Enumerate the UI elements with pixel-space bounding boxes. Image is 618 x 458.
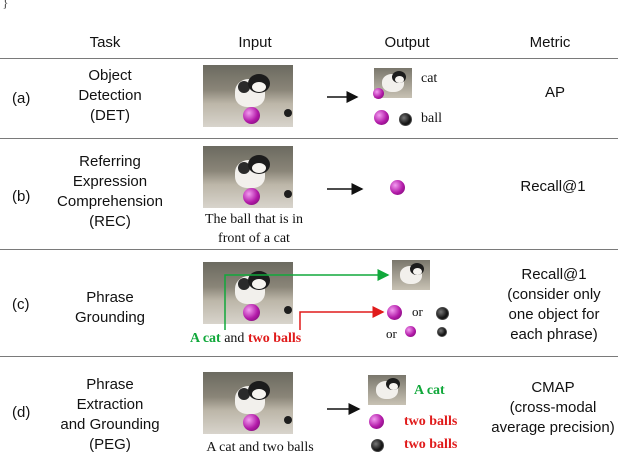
row-b-id: (b): [12, 188, 31, 205]
rule-b: [0, 249, 618, 250]
row-a-metric: AP: [544, 84, 565, 101]
row-c-task: Phrase Grounding: [74, 289, 146, 326]
purple-ball-icon: [369, 414, 384, 429]
input-photo-a: [203, 65, 293, 127]
rule-top: [0, 58, 618, 59]
row-c-or-1: or: [412, 304, 423, 319]
row-d-task: Phrase Extraction and Grounding (PEG): [60, 376, 160, 453]
phrase-two-balls: two balls: [247, 331, 302, 346]
dark-ball-icon: [437, 327, 447, 337]
row-b-metric: Recall@1: [520, 178, 586, 195]
row-a-task: Object Detection (DET): [78, 67, 142, 124]
row-a-id: (a): [12, 90, 31, 107]
arrow-green-icon: [224, 269, 390, 330]
row-b-task: Referring Expression Comprehension (REC): [57, 153, 163, 230]
purple-ball-icon: [374, 110, 389, 125]
arrow-red-icon: [299, 306, 385, 330]
row-d-output-cat: A cat: [414, 383, 445, 398]
phrase-and: and: [220, 331, 248, 346]
purple-ball-icon: [390, 180, 405, 195]
row-d-caption: A cat and two balls: [206, 440, 314, 455]
output-cat-crop-c: [392, 260, 430, 290]
header-output: Output: [384, 34, 430, 51]
row-c-caption: A cat and two balls: [190, 329, 340, 348]
dark-ball-icon: [436, 307, 449, 320]
rule-a: [0, 138, 618, 139]
purple-ball-icon: [387, 305, 402, 320]
row-b-caption: The ball that is in front of a cat: [205, 212, 303, 246]
purple-ball-icon: [373, 88, 384, 99]
row-d-id: (d): [12, 404, 31, 421]
dark-ball-icon: [371, 439, 384, 452]
row-d-metric: CMAP (cross-modal average precision): [491, 379, 615, 436]
top-fragment: }: [2, 0, 9, 11]
row-a-output-cat: cat: [421, 71, 438, 86]
input-photo-c: [203, 262, 293, 324]
purple-ball-icon: [405, 326, 416, 337]
row-c-metric: Recall@1 (consider only one object for e…: [507, 266, 601, 343]
rule-c: [0, 356, 618, 357]
row-c-or-2: or: [386, 326, 397, 341]
phrase-a-cat: A cat: [190, 331, 221, 346]
row-d-output-balls-2: two balls: [404, 437, 458, 452]
dark-ball-icon: [399, 113, 412, 126]
header-task: Task: [89, 34, 121, 51]
row-d-output-balls-1: two balls: [404, 414, 458, 429]
header-input: Input: [238, 34, 272, 51]
output-cat-crop-d: [368, 375, 406, 405]
row-c-id: (c): [12, 296, 30, 313]
row-a-output-ball: ball: [421, 111, 442, 126]
header-metric: Metric: [529, 34, 571, 51]
input-photo-b: [203, 146, 293, 208]
input-photo-d: [203, 372, 293, 434]
